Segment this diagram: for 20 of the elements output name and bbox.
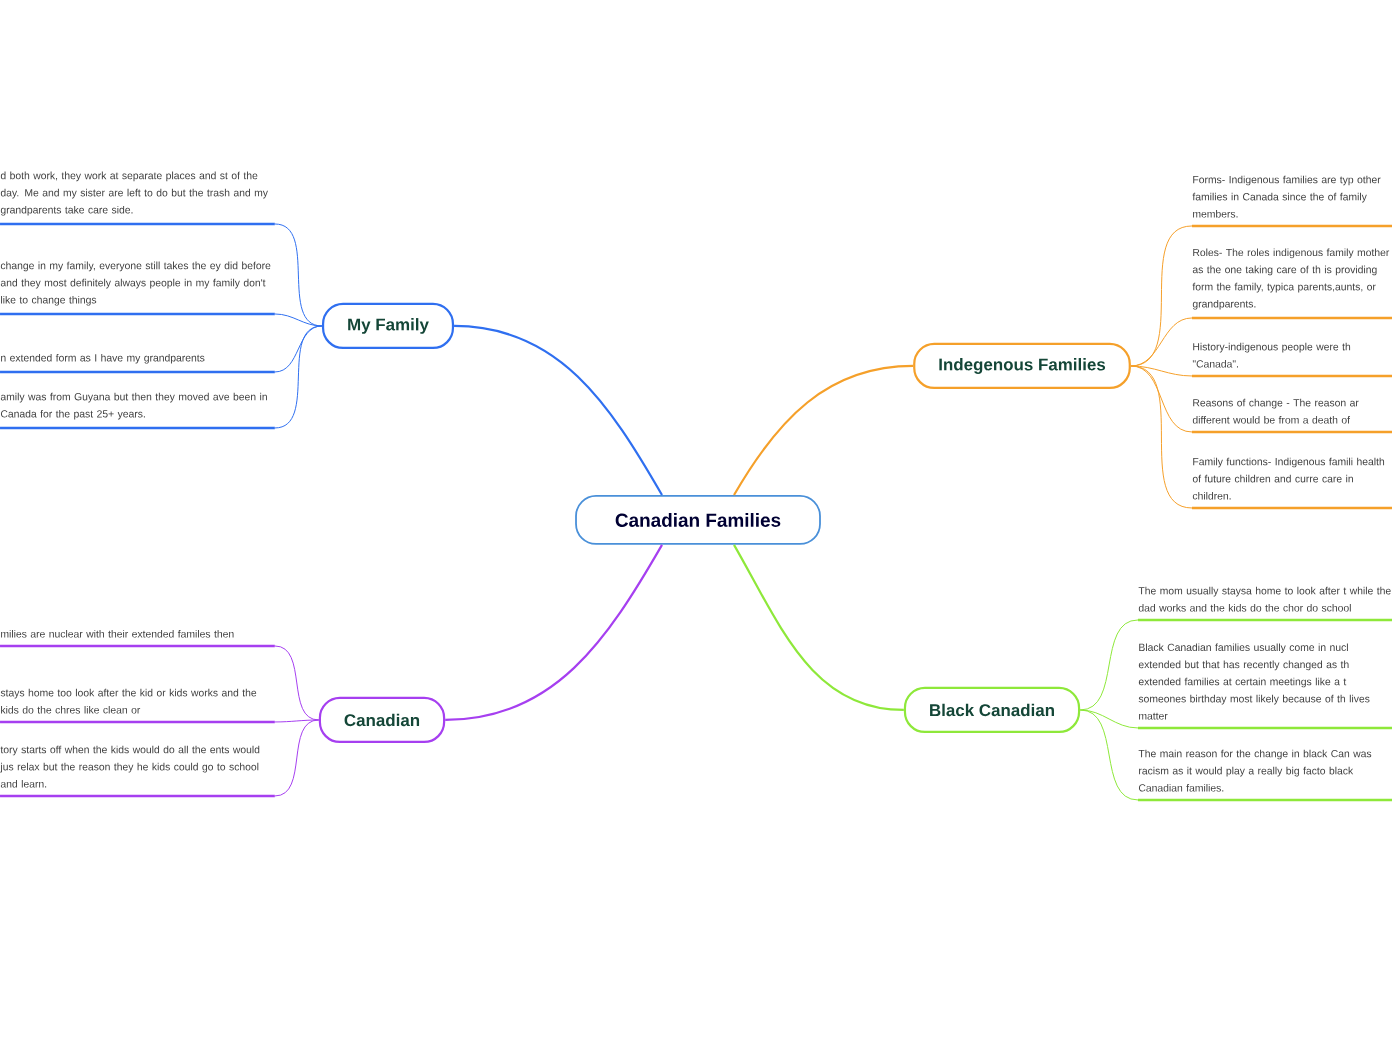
branch-line [274, 325, 323, 373]
branch-line [1130, 317, 1193, 367]
branch-line [274, 645, 320, 721]
branch-line [733, 544, 904, 712]
branch-line [274, 719, 320, 723]
branch-line [274, 313, 323, 327]
branch-line [1130, 365, 1193, 377]
branch-line [274, 325, 323, 429]
branch-line [1079, 619, 1139, 711]
topic-box: Black Canadian [903, 686, 1081, 734]
branch-line [454, 324, 663, 496]
branch-line [1079, 709, 1139, 801]
central-topic-box: Canadian Families [575, 495, 821, 545]
topic-box: My Family [321, 302, 455, 350]
branch-line [1130, 365, 1193, 509]
branch-line [733, 364, 914, 496]
branch-line [274, 719, 320, 797]
topic-box: Indegenous Families [913, 342, 1131, 390]
topic-box: Canadian [318, 696, 446, 744]
branch-line [445, 544, 663, 722]
